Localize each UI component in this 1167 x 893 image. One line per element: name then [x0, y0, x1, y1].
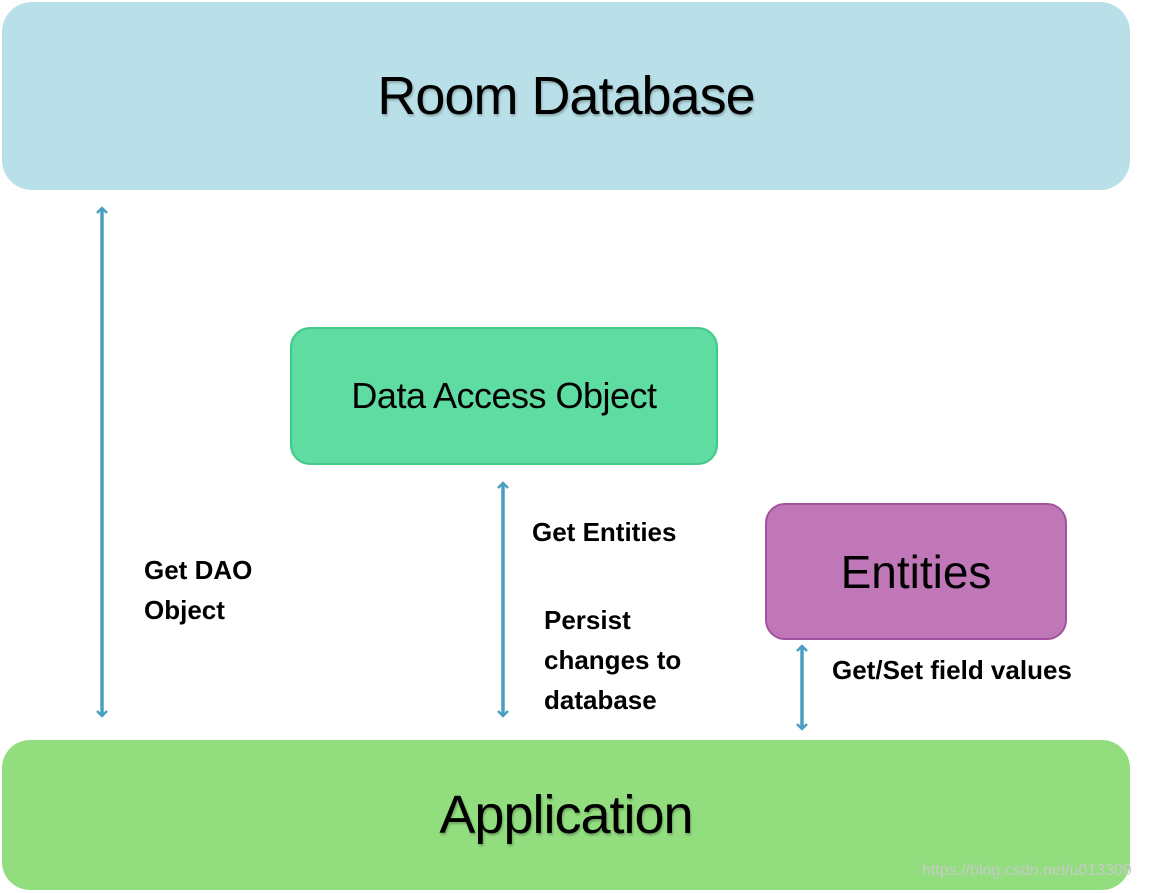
application-title: Application	[439, 785, 693, 845]
persist-changes-label: Persist changes to database	[544, 605, 682, 715]
entities-title: Entities	[840, 545, 992, 598]
room-database-box: Room Database	[2, 2, 1130, 190]
entities-box: Entities	[765, 503, 1067, 640]
get-dao-object-label: Get DAO Object	[144, 555, 253, 625]
watermark-text: https://blog.csdn.net/u013309	[922, 862, 1132, 879]
data-access-object-title: Data Access Object	[351, 375, 657, 416]
get-set-field-values-label: Get/Set field values	[832, 655, 1072, 685]
room-database-title: Room Database	[377, 66, 755, 126]
get-entities-label: Get Entities	[532, 517, 677, 547]
application-box: Application	[2, 740, 1130, 890]
data-access-object-box: Data Access Object	[290, 327, 718, 465]
